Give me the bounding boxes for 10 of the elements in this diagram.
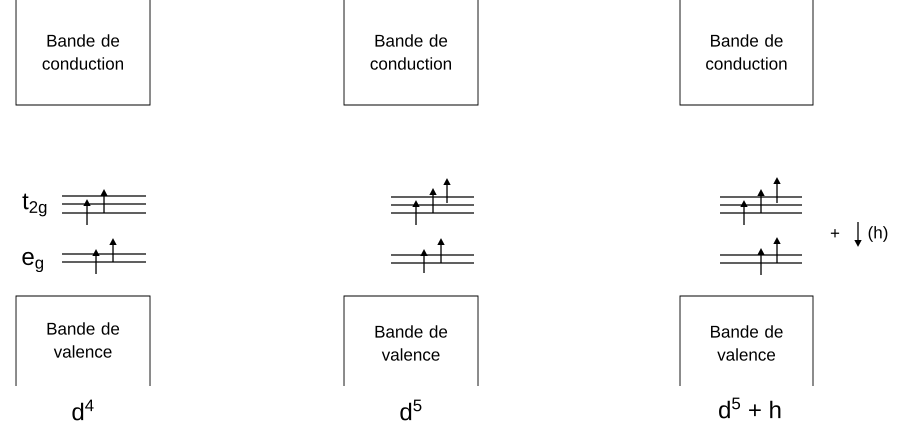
band-box: Bande de valence xyxy=(344,296,478,386)
band-box: Bande de conduction xyxy=(16,0,150,106)
plus-sign: + xyxy=(830,229,840,238)
band-box: Bande de valence xyxy=(680,296,814,386)
band-box: Bande de conduction xyxy=(344,0,478,106)
level-label: e$_{g}$ xyxy=(22,252,44,272)
hole-label: (h) xyxy=(868,226,888,242)
band-box: Bande de valence xyxy=(16,296,150,386)
band-box: Bande de conduction xyxy=(680,0,814,106)
level-label: t$_{2g}$ xyxy=(22,194,46,216)
